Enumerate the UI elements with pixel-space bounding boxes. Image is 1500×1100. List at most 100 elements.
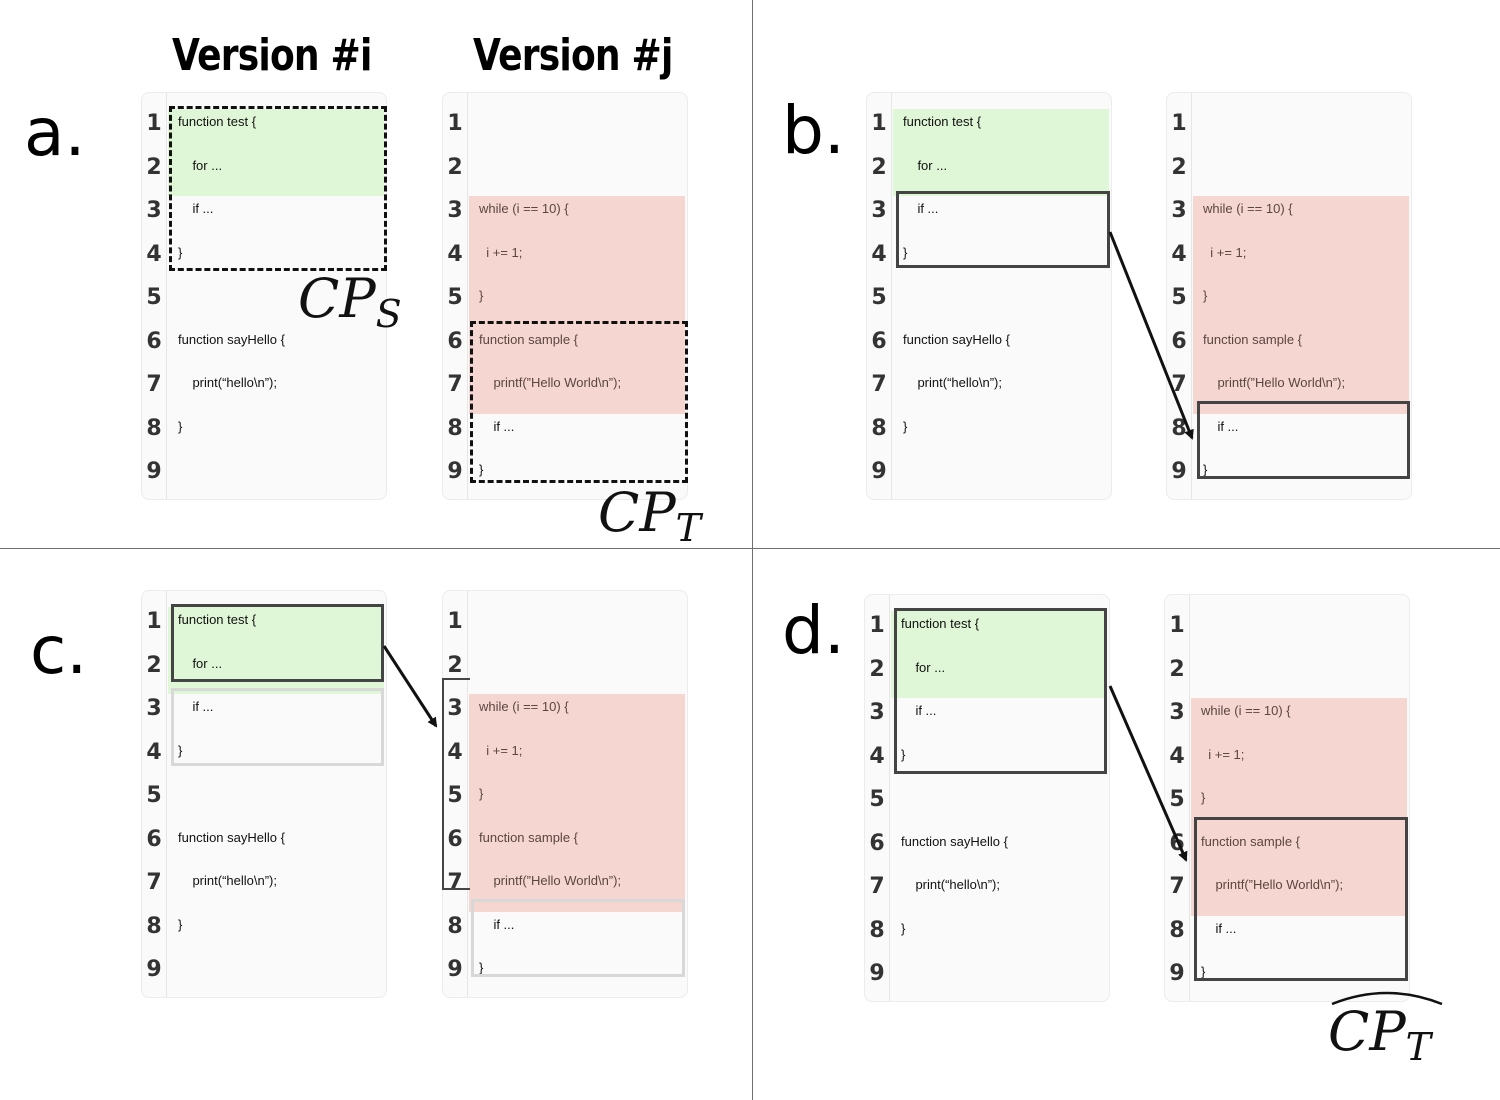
line-number: 4 <box>1169 743 1185 769</box>
header-version-j: Version #j <box>473 30 673 81</box>
code-line: i += 1; <box>1201 746 1245 762</box>
line-number: 9 <box>447 957 463 982</box>
cp-t-hat-accent <box>1331 991 1443 1006</box>
line-number: 1 <box>447 609 463 634</box>
c-mapping-arrow <box>382 645 438 728</box>
code-line: if ... <box>479 418 515 434</box>
line-number: 6 <box>1169 830 1185 856</box>
c-source-block-box <box>171 688 384 766</box>
code-line: } <box>1201 964 1206 979</box>
line-number: 9 <box>869 961 885 986</box>
line-number: 2 <box>447 154 463 180</box>
line-gutter <box>443 591 468 997</box>
code-line: while (i == 10) { <box>479 201 569 216</box>
code-line: if ... <box>1203 418 1239 434</box>
line-number: 3 <box>869 700 885 725</box>
line-gutter <box>1165 595 1190 1001</box>
line-number: 3 <box>447 696 463 721</box>
added-lines-highlight <box>891 611 1107 698</box>
cp-s-dashed-region <box>169 106 387 271</box>
code-line: for ... <box>901 659 946 675</box>
code-line: for ... <box>903 157 948 173</box>
line-number: 4 <box>146 739 162 765</box>
header-version-i: Version #i <box>172 30 372 81</box>
line-number: 6 <box>1171 328 1187 354</box>
line-number: 5 <box>146 285 162 310</box>
code-line: if ... <box>901 703 937 718</box>
line-number: 2 <box>1169 656 1185 682</box>
panel-label-c: c. <box>30 612 88 689</box>
code-line: i += 1; <box>479 742 523 758</box>
panel-label-a: a. <box>24 94 86 171</box>
line-number: 3 <box>146 198 162 223</box>
line-number: 7 <box>869 874 885 899</box>
line-number: 3 <box>447 198 463 223</box>
line-number: 2 <box>869 656 885 682</box>
line-number: 9 <box>1171 459 1187 484</box>
code-line: while (i == 10) { <box>1203 201 1293 216</box>
code-line: printf(”Hello World\n”); <box>479 873 622 888</box>
line-number: 9 <box>146 459 162 484</box>
line-gutter <box>867 93 892 499</box>
line-gutter <box>142 93 167 499</box>
code-line: i += 1; <box>479 244 523 260</box>
line-number: 3 <box>871 198 887 223</box>
line-number: 2 <box>871 154 887 180</box>
line-number: 6 <box>869 830 885 856</box>
line-number: 1 <box>869 613 885 638</box>
line-number: 5 <box>871 285 887 310</box>
line-number: 1 <box>871 111 887 136</box>
panel-label-b: b. <box>782 92 845 169</box>
line-number: 8 <box>447 415 463 441</box>
c-source-function-box <box>171 604 384 682</box>
code-line: function test { <box>178 612 257 627</box>
line-number: 8 <box>447 913 463 939</box>
line-number: 4 <box>146 241 162 267</box>
line-number: 5 <box>869 787 885 812</box>
code-line: while (i == 10) { <box>479 699 569 714</box>
line-number: 7 <box>871 372 887 397</box>
horizontal-divider <box>0 548 1500 549</box>
line-number: 5 <box>447 285 463 310</box>
code-line: while (i == 10) { <box>1201 703 1291 718</box>
line-number: 8 <box>1171 415 1187 441</box>
code-line: printf(”Hello World\n”); <box>479 375 622 390</box>
code-line: } <box>479 288 484 303</box>
code-line: printf(”Hello World\n”); <box>1203 375 1346 390</box>
code-line: function sayHello { <box>178 331 285 347</box>
code-line: function test { <box>901 616 980 631</box>
line-number: 5 <box>1169 787 1185 812</box>
line-number: 3 <box>1169 700 1185 725</box>
c-target-block-box <box>471 899 685 977</box>
line-gutter <box>865 595 890 1001</box>
line-number: 8 <box>871 415 887 441</box>
code-line: for ... <box>178 655 223 671</box>
code-line: function sample { <box>1201 833 1301 849</box>
line-number: 4 <box>871 241 887 267</box>
code-line: if ... <box>1201 920 1237 936</box>
code-line: if ... <box>903 201 939 216</box>
code-line: print(“hello\n”); <box>903 375 1002 390</box>
line-number: 9 <box>871 459 887 484</box>
line-number: 6 <box>146 328 162 354</box>
code-line: } <box>1203 288 1208 303</box>
added-lines-highlight <box>893 109 1109 196</box>
code-line: } <box>1201 790 1206 805</box>
line-number: 1 <box>447 111 463 136</box>
code-line: } <box>903 418 908 434</box>
code-line: function sample { <box>479 331 579 347</box>
line-gutter <box>443 93 468 499</box>
code-line: print(“hello\n”); <box>178 873 277 888</box>
line-number: 8 <box>146 415 162 441</box>
code-line: function sayHello { <box>903 331 1010 347</box>
line-number: 9 <box>1169 961 1185 986</box>
cp-t-dashed-region <box>470 321 688 483</box>
